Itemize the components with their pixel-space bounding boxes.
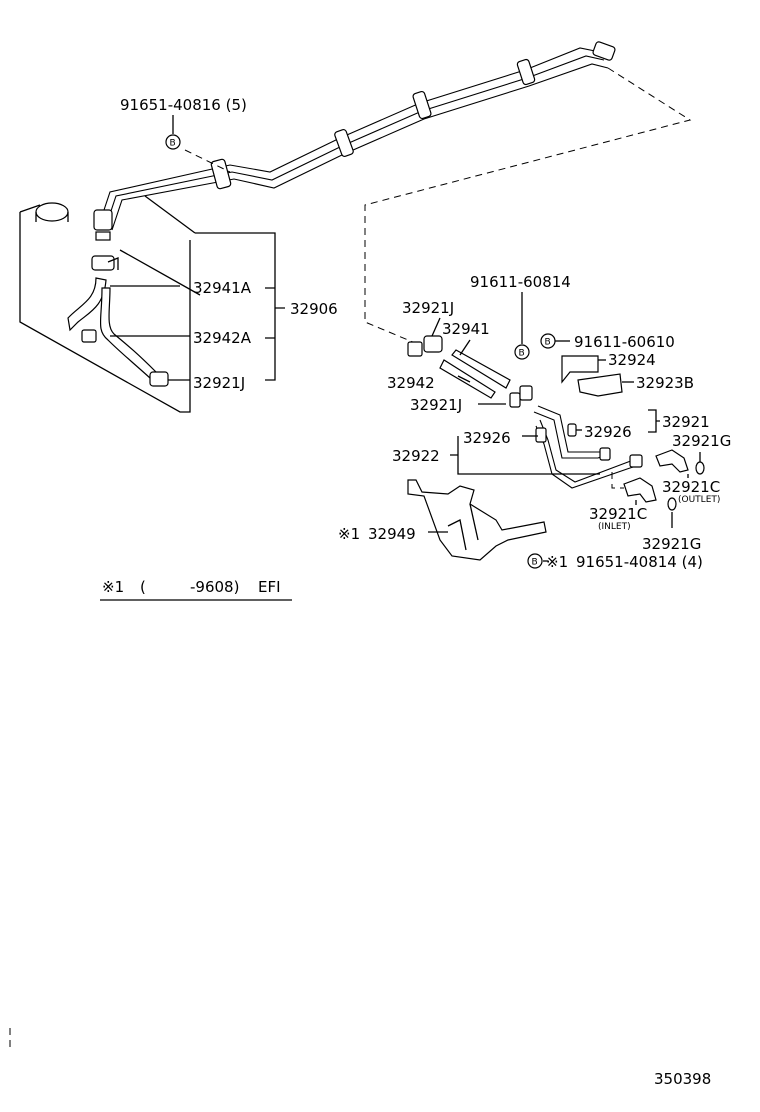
label-inlet-note: (INLET) <box>598 522 631 532</box>
label-32921G-top: 32921G <box>672 432 731 450</box>
label-bolt-b2: 91611-60610 <box>574 333 675 351</box>
svg-text:B: B <box>170 139 176 149</box>
label-bolt-mid: 91611-60814 <box>470 273 571 291</box>
label-bolt-bottom: 91651-40814 (4) <box>576 553 703 571</box>
bracket-32906 <box>195 232 285 381</box>
label-32921G-bottom: 32921G <box>642 535 701 553</box>
left-hoses <box>67 255 169 387</box>
label-32942: 32942 <box>387 374 435 392</box>
label-32921J-mid: 32921J <box>410 396 462 414</box>
label-32942A: 32942A <box>193 329 252 347</box>
radiator-tank <box>19 202 201 413</box>
footnote-engine: EFI <box>258 578 281 596</box>
label-bolt-bottom-mark: ※1 <box>546 553 568 571</box>
label-bolt-top: 91651-40816 (5) <box>120 96 247 114</box>
leader-lines <box>172 115 701 562</box>
label-32926-left: 32926 <box>463 429 511 447</box>
label-outlet-note: (OUTLET) <box>678 495 720 505</box>
dash-callout-right <box>364 67 692 346</box>
dash-callout-top <box>184 149 231 173</box>
footnote: ※1 ( -9608) EFI <box>100 578 292 601</box>
label-32921J-left: 32921J <box>193 374 245 392</box>
bolt-icon-bottom: B <box>527 553 543 569</box>
svg-text:B: B <box>532 558 538 568</box>
label-32941A: 32941A <box>193 279 252 297</box>
label-32906: 32906 <box>290 300 338 318</box>
diagram-id: 350398 <box>654 1070 711 1088</box>
label-32941: 32941 <box>442 320 490 338</box>
label-32923B: 32923B <box>636 374 694 392</box>
footnote-mark: ※1 <box>102 578 124 596</box>
svg-text:B: B <box>545 338 551 348</box>
svg-text:B: B <box>519 349 525 359</box>
bolt-icon-top: B <box>165 134 181 150</box>
label-32926-right: 32926 <box>584 423 632 441</box>
label-32922: 32922 <box>392 447 440 465</box>
bolt-icon-b2: B <box>540 333 556 349</box>
label-32921: 32921 <box>662 413 710 431</box>
label-32921C-inlet: 32921C <box>589 505 647 523</box>
footnote-range: -9608) <box>190 578 239 596</box>
label-32949: 32949 <box>368 525 416 543</box>
label-32921C-outlet: 32921C <box>662 478 720 496</box>
bolt-icon-mid: B <box>514 344 530 360</box>
footnote-open: ( <box>140 578 146 596</box>
label-32949-mark: ※1 <box>338 525 360 543</box>
label-32921J-top: 32921J <box>402 299 454 317</box>
label-32924: 32924 <box>608 351 656 369</box>
cooler-pipes <box>93 41 616 241</box>
right-parts <box>407 335 705 561</box>
